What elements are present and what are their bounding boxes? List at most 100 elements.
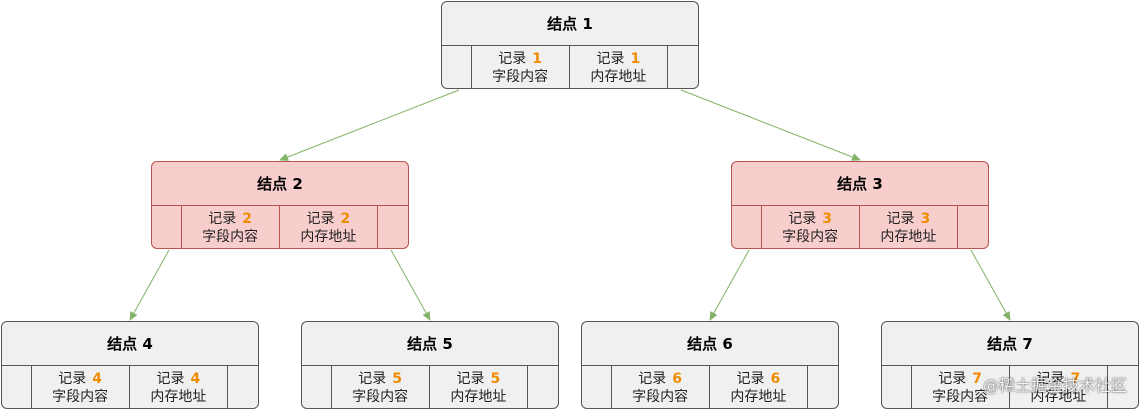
- pointer-cell-left: [882, 366, 912, 408]
- edge-1-2: [279, 89, 460, 161]
- record-label: 记录: [358, 371, 387, 387]
- edge-1-3: [680, 89, 861, 161]
- edge-3-6: [709, 249, 750, 321]
- record-cell: 记录 2 内存地址: [280, 206, 379, 248]
- record-header: 记录 3: [887, 210, 931, 228]
- record-description: 字段内容: [492, 69, 549, 85]
- record-cell: 记录 7 字段内容: [912, 366, 1010, 408]
- record-header: 记录 4: [157, 370, 201, 388]
- record-header: 记录 2: [307, 210, 351, 228]
- node-title: 结点 7: [882, 322, 1138, 366]
- record-description: 内存地址: [880, 229, 937, 245]
- record-label: 记录: [58, 371, 87, 387]
- record-description: 字段内容: [202, 229, 259, 245]
- record-label: 记录: [456, 371, 485, 387]
- record-cell: 记录 6 内存地址: [710, 366, 809, 408]
- record-number: 7: [1070, 371, 1081, 387]
- record-description: 内存地址: [730, 389, 787, 405]
- pointer-cell-right: [958, 206, 988, 248]
- record-number: 4: [190, 371, 201, 387]
- record-cell: 记录 1 内存地址: [570, 46, 669, 88]
- record-header: 记录 1: [498, 50, 542, 68]
- node-5: 结点 5 记录 5 字段内容 记录 5 内存地址: [301, 321, 559, 409]
- record-header: 记录 5: [457, 370, 501, 388]
- record-label: 记录: [498, 51, 527, 67]
- record-description: 内存地址: [1030, 389, 1087, 405]
- record-number: 2: [340, 211, 351, 227]
- record-number: 4: [92, 371, 102, 387]
- record-description: 字段内容: [352, 389, 409, 405]
- pointer-cell-left: [732, 206, 762, 248]
- node-record-row: 记录 4 字段内容 记录 4 内存地址: [2, 366, 258, 408]
- edge-2-4: [129, 249, 170, 321]
- record-description: 内存地址: [450, 389, 507, 405]
- record-number: 7: [972, 371, 982, 387]
- node-record-row: 记录 7 字段内容 记录 7 内存地址: [882, 366, 1138, 408]
- record-number: 1: [532, 51, 542, 67]
- pointer-cell-right: [808, 366, 838, 408]
- record-number: 6: [672, 371, 682, 387]
- record-header: 记录 4: [58, 370, 102, 388]
- record-label: 记录: [156, 371, 185, 387]
- record-description: 字段内容: [932, 389, 989, 405]
- node-title: 结点 3: [732, 162, 988, 206]
- node-title: 结点 2: [152, 162, 408, 206]
- record-number: 5: [392, 371, 402, 387]
- record-cell: 记录 2 字段内容: [182, 206, 280, 248]
- record-description: 字段内容: [52, 389, 109, 405]
- pointer-cell-left: [152, 206, 182, 248]
- pointer-cell-right: [228, 366, 258, 408]
- record-number: 5: [490, 371, 501, 387]
- record-cell: 记录 4 内存地址: [130, 366, 229, 408]
- pointer-cell-right: [528, 366, 558, 408]
- pointer-cell-left: [582, 366, 612, 408]
- record-number: 6: [770, 371, 781, 387]
- record-cell: 记录 4 字段内容: [32, 366, 130, 408]
- pointer-cell-right: [668, 46, 698, 88]
- node-title: 结点 4: [2, 322, 258, 366]
- edge-2-5: [390, 249, 431, 321]
- record-label: 记录: [886, 211, 915, 227]
- record-cell: 记录 1 字段内容: [472, 46, 570, 88]
- record-description: 内存地址: [590, 69, 647, 85]
- record-label: 记录: [306, 211, 335, 227]
- record-number: 3: [920, 211, 931, 227]
- watermark: @稀土掘金技术社区: [982, 376, 1127, 395]
- record-label: 记录: [788, 211, 817, 227]
- record-header: 记录 7: [938, 370, 982, 388]
- record-header: 记录 2: [208, 210, 252, 228]
- record-label: 记录: [938, 371, 967, 387]
- pointer-cell-right: [378, 206, 408, 248]
- record-label: 记录: [596, 51, 625, 67]
- node-record-row: 记录 2 字段内容 记录 2 内存地址: [152, 206, 408, 248]
- record-description: 字段内容: [632, 389, 689, 405]
- pointer-cell-left: [2, 366, 32, 408]
- record-header: 记录 7: [1037, 370, 1081, 388]
- pointer-cell-left: [302, 366, 332, 408]
- record-label: 记录: [1036, 371, 1065, 387]
- node-title: 结点 6: [582, 322, 838, 366]
- record-cell: 记录 3 内存地址: [860, 206, 959, 248]
- record-label: 记录: [736, 371, 765, 387]
- record-header: 记录 6: [737, 370, 781, 388]
- record-description: 内存地址: [300, 229, 357, 245]
- record-number: 1: [630, 51, 641, 67]
- node-title: 结点 5: [302, 322, 558, 366]
- record-number: 2: [242, 211, 252, 227]
- record-cell: 记录 5 字段内容: [332, 366, 430, 408]
- record-label: 记录: [208, 211, 237, 227]
- record-description: 内存地址: [150, 389, 207, 405]
- edge-3-7: [970, 249, 1011, 321]
